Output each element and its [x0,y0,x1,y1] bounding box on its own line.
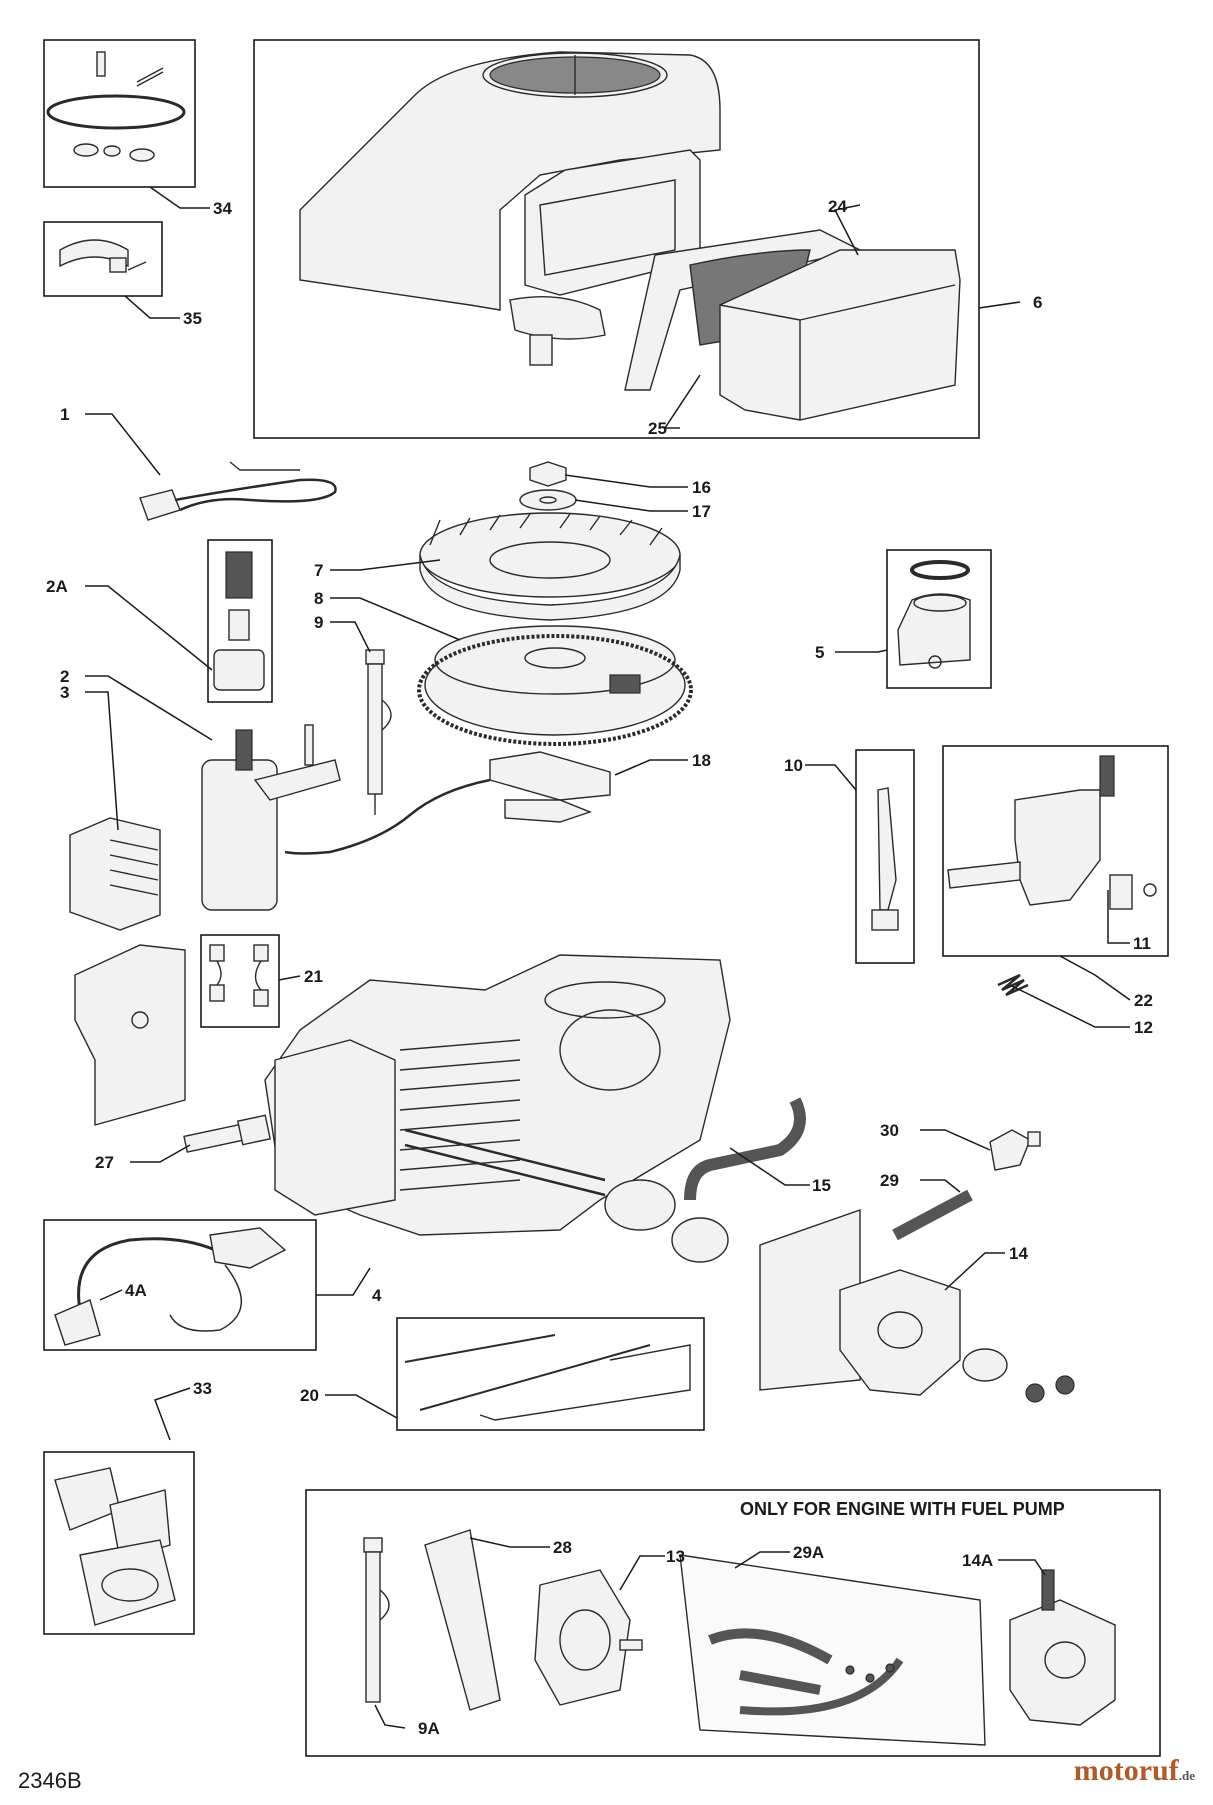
part-7-fan [419,512,681,621]
part-33-gasket-set [43,1451,195,1635]
part-28-bracket [424,1529,501,1711]
callout-16: 16 [692,478,711,497]
part-27-spark-plug [183,1114,272,1153]
callout-22: 22 [1134,991,1153,1010]
callout-30: 30 [880,1121,899,1140]
callout-5: 5 [815,643,825,662]
part-9a-dipstick-tube [363,1537,390,1703]
callout-7: 7 [314,561,324,580]
callout-10: 10 [784,756,803,775]
watermark-logo: motoruf.de [1073,1754,1195,1787]
callout-6: 6 [1033,293,1043,312]
engine-block [264,954,731,1236]
part-35-clamp [43,221,163,297]
callout-11: 11 [1133,934,1151,953]
part-12-spring [997,973,1029,997]
callout-8: 8 [314,589,324,608]
part-34-seal-kit [43,39,196,188]
callout-9a: 9A [418,1719,440,1738]
callout-34: 34 [213,199,232,218]
part-30-fuel-valve [989,1129,1041,1171]
part-2a-starter-drive [207,539,273,703]
callout-18: 18 [692,751,711,770]
callout-33: 33 [193,1379,212,1398]
part-14-carburetor [604,1179,1075,1403]
callout-2a: 2A [46,577,68,596]
part-6-blower-housing-assembly [253,39,980,439]
callout-15: 15 [812,1176,831,1195]
part-9-dipstick-tube [365,649,392,815]
callout-24: 24 [828,197,847,216]
callout-14: 14 [1009,1244,1028,1263]
callout-17: 17 [692,502,711,521]
callout-25: 25 [648,419,667,438]
part-4-ignition-lead [43,1219,317,1351]
part-18-ignition-coil [284,751,611,855]
callout-12: 12 [1134,1018,1153,1037]
leader-lines [85,186,1131,1729]
callout-4a: 4A [125,1281,147,1300]
fuel-pump-note: ONLY FOR ENGINE WITH FUEL PUMP [740,1499,1065,1519]
part-13-fuel-pump [534,1569,643,1706]
part-21-brush-set [200,934,280,1028]
part-1-wire-harness [139,461,337,521]
heat-shield-plate [74,944,186,1126]
callout-35: 35 [183,309,202,328]
part-20-control-rods [396,1317,705,1431]
callout-2: 2 [60,667,70,686]
part-5-breather [886,549,992,689]
callout-4: 4 [372,1286,382,1305]
part-17-washer [519,489,577,511]
part-22-control-bracket [942,745,1169,957]
callout-13: 13 [666,1547,685,1566]
callout-29: 29 [880,1171,899,1190]
part-10-governor-lever [855,749,915,964]
callout-21: 21 [304,967,323,986]
callout-29a: 29A [793,1543,825,1562]
part-8-flywheel [417,625,693,746]
callout-27: 27 [95,1153,114,1172]
callout-3: 3 [60,683,70,702]
part-29a-hose-kit [679,1554,986,1746]
fuel-pump-variant-box [305,1489,1161,1757]
part-29-fuel-hose [892,1189,973,1241]
callout-9: 9 [314,613,324,632]
drawing-number: 2346B [18,1768,82,1793]
part-3-rectifier [69,817,161,931]
callout-14a: 14A [962,1551,994,1570]
callout-28: 28 [553,1538,572,1557]
part-14a-carburetor [1009,1569,1116,1726]
part-2-starter-motor [201,724,341,911]
callout-20: 20 [300,1386,319,1405]
callout-1: 1 [60,405,70,424]
part-16-flywheel-nut [529,461,567,487]
